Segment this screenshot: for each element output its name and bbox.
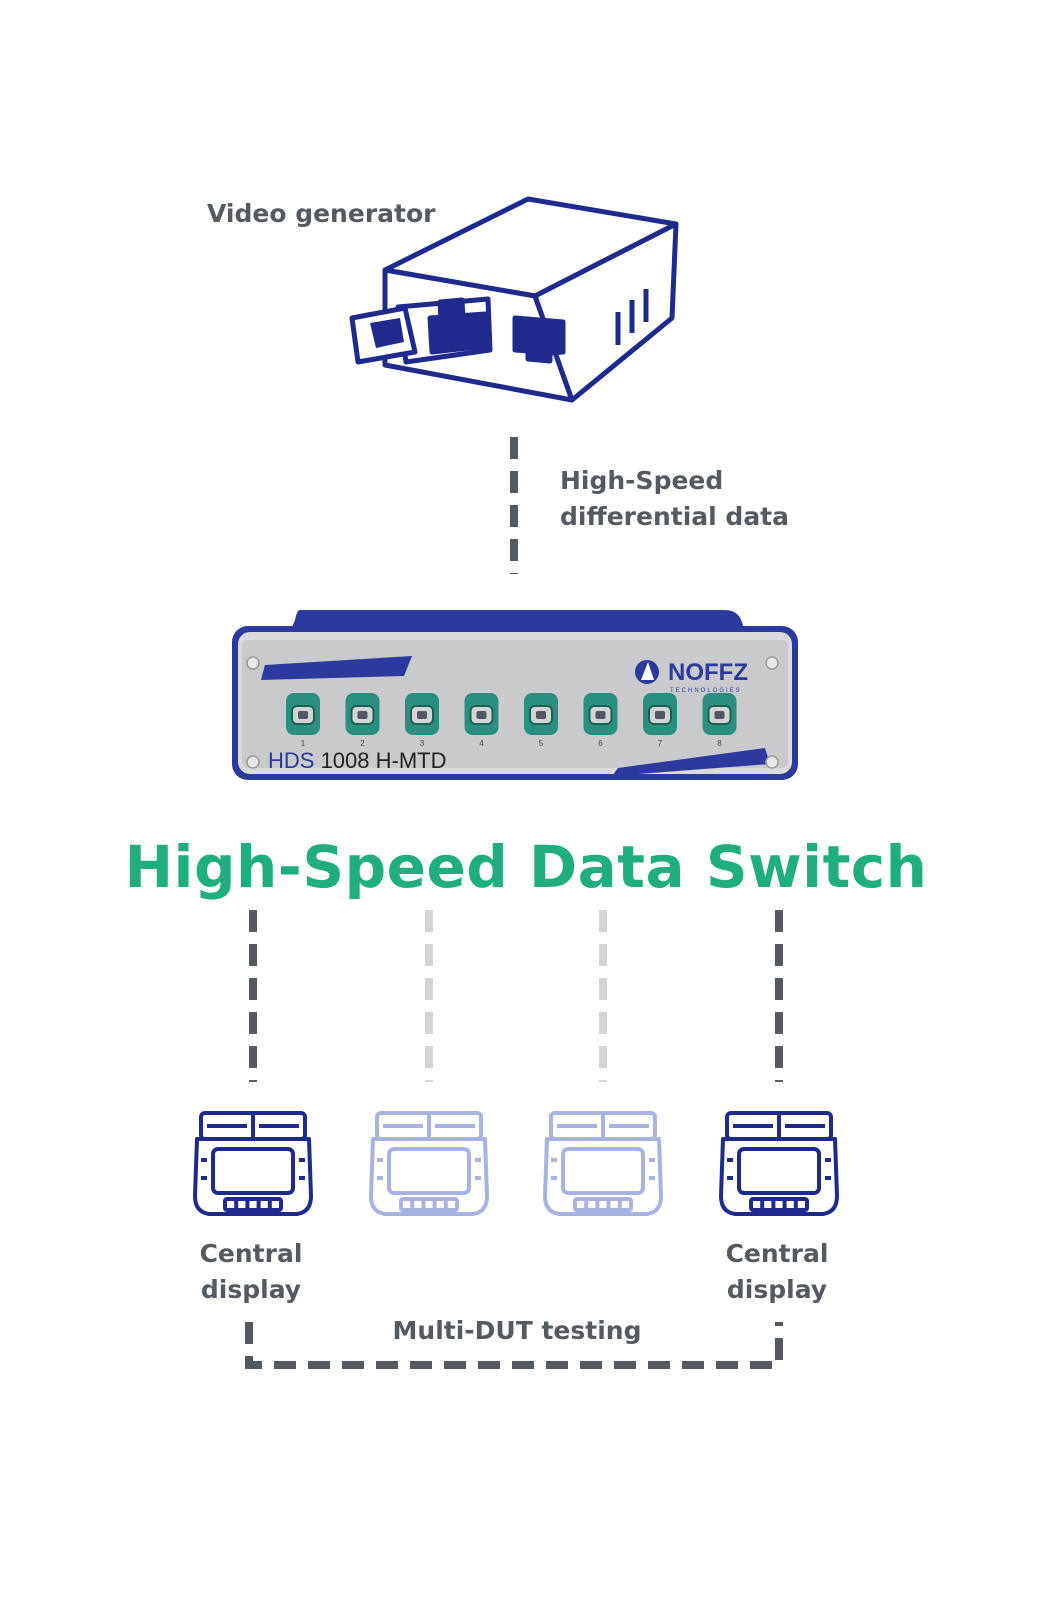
- port-connector-8: 8: [702, 693, 737, 748]
- multi-dut-bracket: [245, 1322, 783, 1369]
- port-number-8: 8: [717, 739, 722, 748]
- central-display-icon-4: [719, 1111, 839, 1216]
- diagram-title: High-Speed Data Switch: [124, 833, 928, 901]
- port-number-2: 2: [360, 739, 365, 748]
- port-connector-5: 5: [524, 693, 558, 748]
- port-number-6: 6: [598, 739, 603, 748]
- port-connector-3: 3: [405, 693, 439, 748]
- device-model: HDS 1008 H-MTD: [268, 748, 447, 773]
- hds-device-image: [232, 610, 798, 780]
- port-connector-1: 1: [286, 693, 320, 748]
- port-number-3: 3: [420, 739, 425, 748]
- video-generator-label: Video generator: [207, 199, 436, 228]
- port-number-7: 7: [658, 739, 663, 748]
- multi-dut-label: Multi-DUT testing: [392, 1316, 642, 1345]
- port-connector-7: 7: [643, 693, 677, 748]
- port-connector-6: 6: [583, 693, 618, 748]
- link-label-line1: High-Speed: [560, 466, 724, 495]
- central-display-icon-2: [369, 1111, 489, 1216]
- target-label-4: Central display: [725, 1239, 829, 1304]
- link-label-line2: differential data: [560, 502, 790, 531]
- device-brand-sub: TECHNOLOGIES: [670, 688, 742, 694]
- port-connector-4: 4: [464, 693, 499, 748]
- port-number-1: 1: [301, 739, 306, 748]
- port-number-5: 5: [539, 739, 544, 748]
- port-row: 1 2 3 4 5 6 7 8: [286, 693, 737, 748]
- central-display-icon-1: [193, 1111, 313, 1216]
- target-label-1: Central display: [199, 1239, 303, 1304]
- device-brand: NOFFZ: [668, 659, 748, 686]
- port-number-4: 4: [479, 739, 484, 748]
- port-connector-2: 2: [345, 693, 380, 748]
- central-display-icon-3: [543, 1111, 663, 1216]
- link-label: High-Speed differential data: [560, 463, 789, 535]
- video-generator-icon: [349, 196, 679, 403]
